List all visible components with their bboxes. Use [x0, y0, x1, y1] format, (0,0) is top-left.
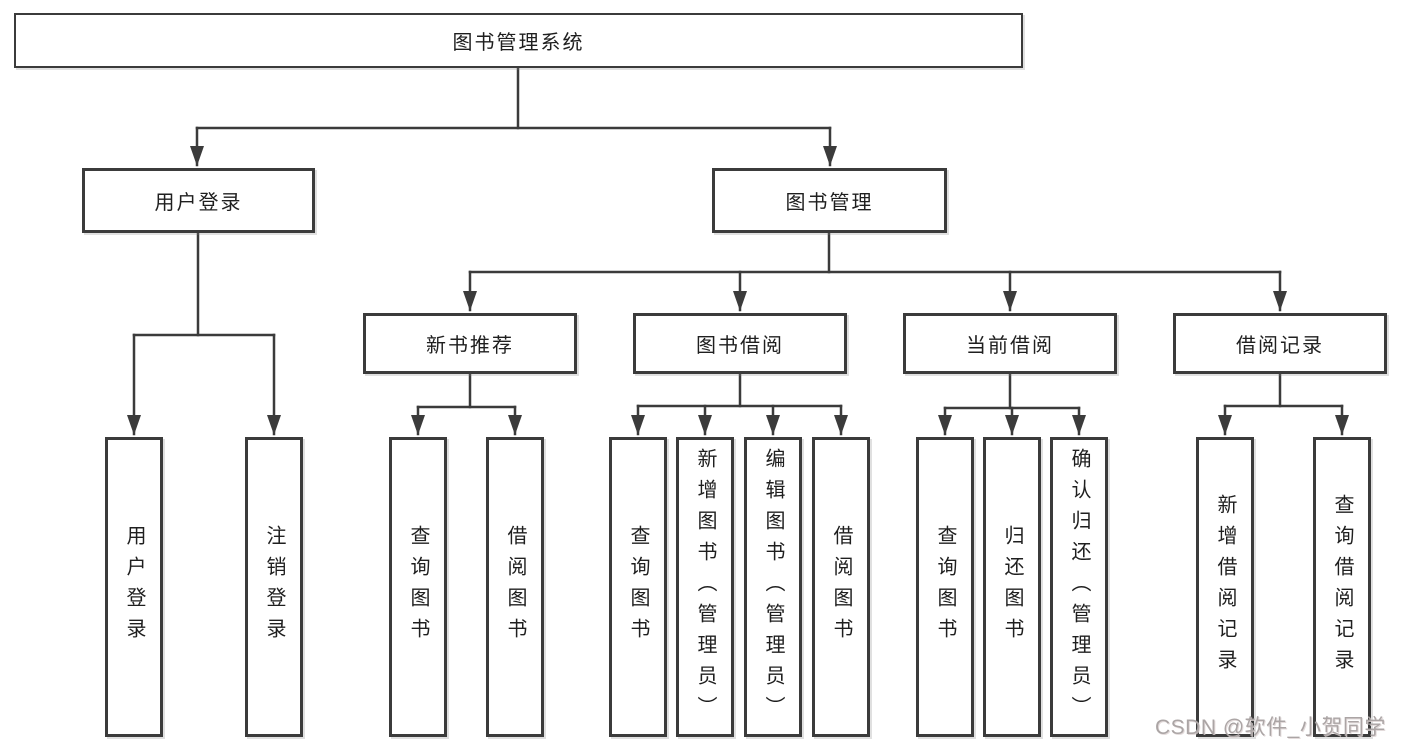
leaf-label: 查询借阅记录 [1331, 494, 1353, 680]
leaf-label: 新增图书（管理员） [694, 447, 716, 727]
node-book-borrowing: 图书借阅 [633, 313, 847, 374]
leaf-label: 查询图书 [407, 525, 429, 649]
node-user-login: 用户登录 [82, 168, 315, 233]
node-root: 图书管理系统 [14, 13, 1023, 68]
leaf-bb-query-books: 查询图书 [609, 437, 667, 737]
leaf-cb-query-books: 查询图书 [916, 437, 974, 737]
leaf-label: 注销登录 [263, 525, 285, 649]
csdn-watermark: CSDN @软件_小贺同学 [1155, 716, 1386, 739]
leaf-label: 查询图书 [934, 525, 956, 649]
leaf-br-query-record: 查询借阅记录 [1313, 437, 1371, 737]
leaf-label: 查询图书 [627, 525, 649, 649]
leaf-bb-borrow-books: 借阅图书 [812, 437, 870, 737]
leaf-cb-confirm-return-admin: 确认归还（管理员） [1050, 437, 1108, 737]
node-borrow-records: 借阅记录 [1173, 313, 1387, 374]
node-new-book-recommend: 新书推荐 [363, 313, 577, 374]
leaf-nb-query-books: 查询图书 [389, 437, 447, 737]
leaf-label: 借阅图书 [830, 525, 852, 649]
leaf-label: 新增借阅记录 [1214, 494, 1236, 680]
leaf-label: 归还图书 [1001, 525, 1023, 649]
node-book-management: 图书管理 [712, 168, 947, 233]
leaf-user-login: 用户登录 [105, 437, 163, 737]
node-current-borrowing: 当前借阅 [903, 313, 1117, 374]
leaf-bb-edit-books-admin: 编辑图书（管理员） [744, 437, 802, 737]
leaf-nb-borrow-books: 借阅图书 [486, 437, 544, 737]
leaf-logout: 注销登录 [245, 437, 303, 737]
leaf-label: 借阅图书 [504, 525, 526, 649]
leaf-cb-return-books: 归还图书 [983, 437, 1041, 737]
leaf-bb-add-books-admin: 新增图书（管理员） [676, 437, 734, 737]
leaf-label: 用户登录 [123, 525, 145, 649]
leaf-br-add-record: 新增借阅记录 [1196, 437, 1254, 737]
leaf-label: 编辑图书（管理员） [762, 447, 784, 727]
leaf-label: 确认归还（管理员） [1068, 447, 1090, 727]
